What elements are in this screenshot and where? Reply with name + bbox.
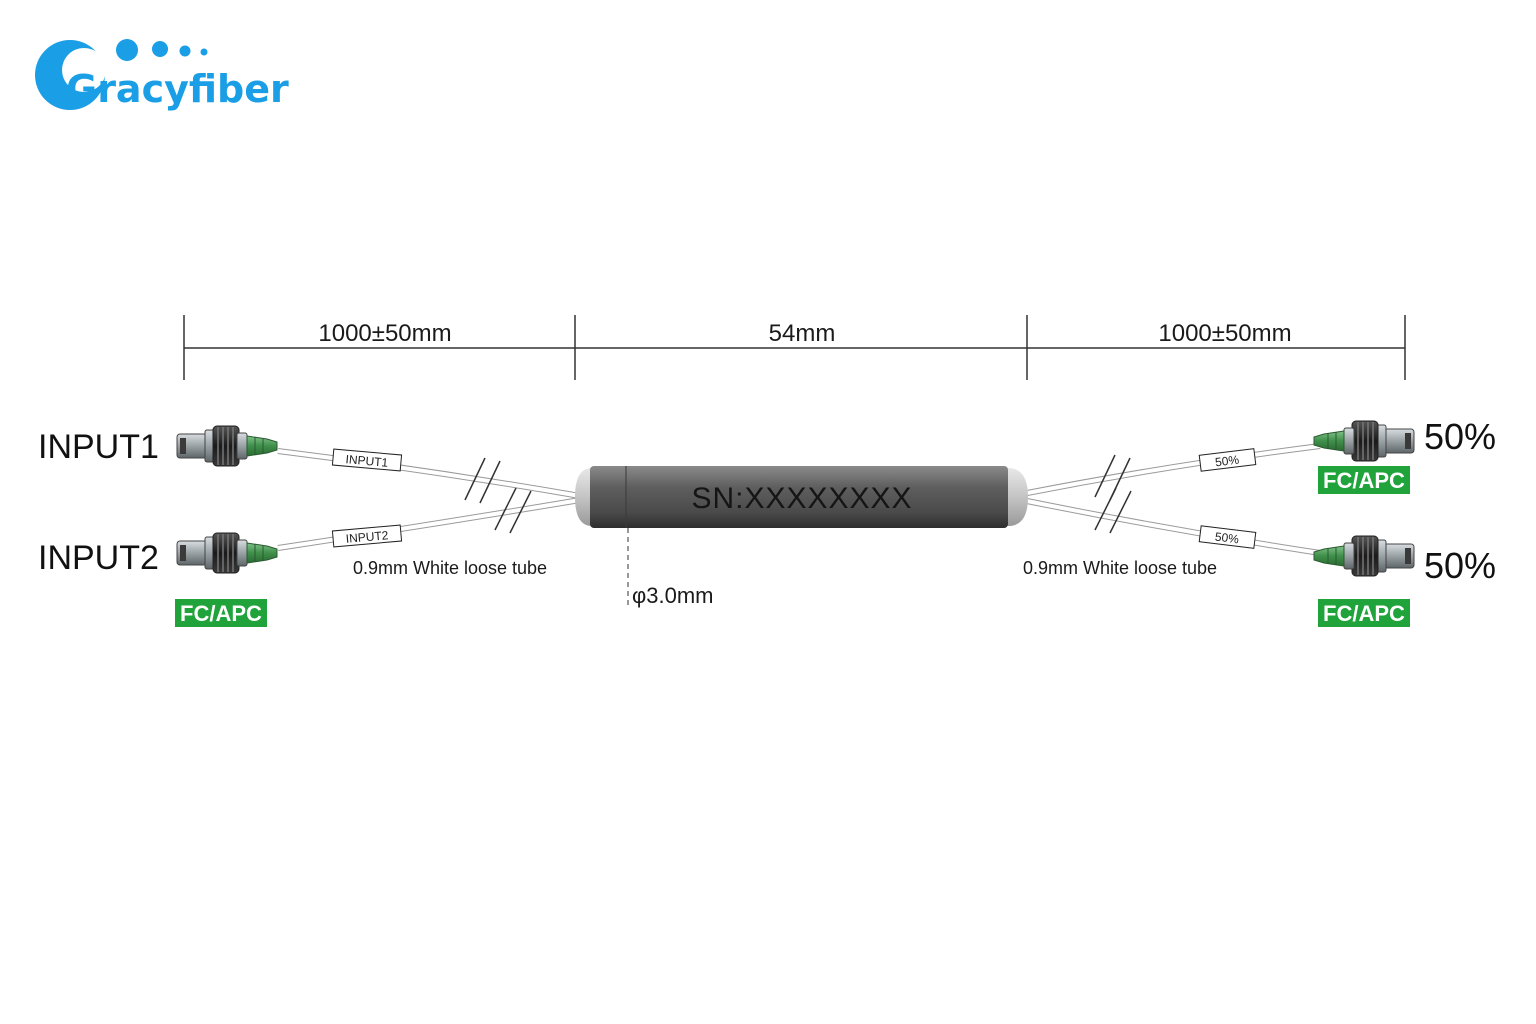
output2-fc-connector-icon <box>1313 535 1415 577</box>
right-tube-note: 0.9mm White loose tube <box>1023 558 1217 578</box>
diameter-label: φ3.0mm <box>632 583 714 608</box>
serial-number: SN:XXXXXXXX <box>691 482 912 515</box>
output1-ratio-label: 50% <box>1424 416 1496 457</box>
input1-port-label: INPUT1 <box>38 428 159 466</box>
input1-fc-connector-icon <box>176 425 278 467</box>
output2-tag-text: 50% <box>1214 530 1240 547</box>
output1-connector-badge: FC/APC <box>1318 466 1410 494</box>
logo-bubbles-icon <box>35 39 208 110</box>
logo-wordmark: Gracyfiber <box>66 67 289 111</box>
input-connector-type: FC/APC <box>180 601 262 626</box>
output1-fc-connector-icon <box>1313 420 1415 462</box>
fiber-tag-input2: INPUT2 <box>331 524 403 548</box>
output2-connector-badge: FC/APC <box>1318 599 1410 627</box>
right-length-label: 1000±50mm <box>1158 320 1291 347</box>
fiber-tubes <box>277 443 1321 556</box>
output1-tag-text: 50% <box>1214 453 1240 470</box>
input2-fc-connector-icon <box>176 532 278 574</box>
output1-connector-type: FC/APC <box>1323 468 1405 493</box>
input-connector-badge: FC/APC <box>175 599 267 627</box>
dimension-lines <box>183 315 1406 380</box>
coupler-body: SN:XXXXXXXX <box>575 466 1028 528</box>
fiber-tag-input1: INPUT1 <box>331 448 403 472</box>
brand-logo: Gracyfiber <box>35 39 289 111</box>
input1-tag-text: INPUT1 <box>345 452 389 470</box>
output2-connector-type: FC/APC <box>1323 601 1405 626</box>
left-tube-note: 0.9mm White loose tube <box>353 558 547 578</box>
fiber-tag-output2: 50% <box>1198 525 1257 549</box>
body-length-label: 54mm <box>769 320 836 347</box>
input2-tag-text: INPUT2 <box>345 528 389 546</box>
input2-port-label: INPUT2 <box>38 539 159 577</box>
left-length-label: 1000±50mm <box>318 320 451 347</box>
output2-ratio-label: 50% <box>1424 545 1496 586</box>
fiber-tag-output1: 50% <box>1198 448 1257 472</box>
length-break-marks <box>464 454 1132 534</box>
